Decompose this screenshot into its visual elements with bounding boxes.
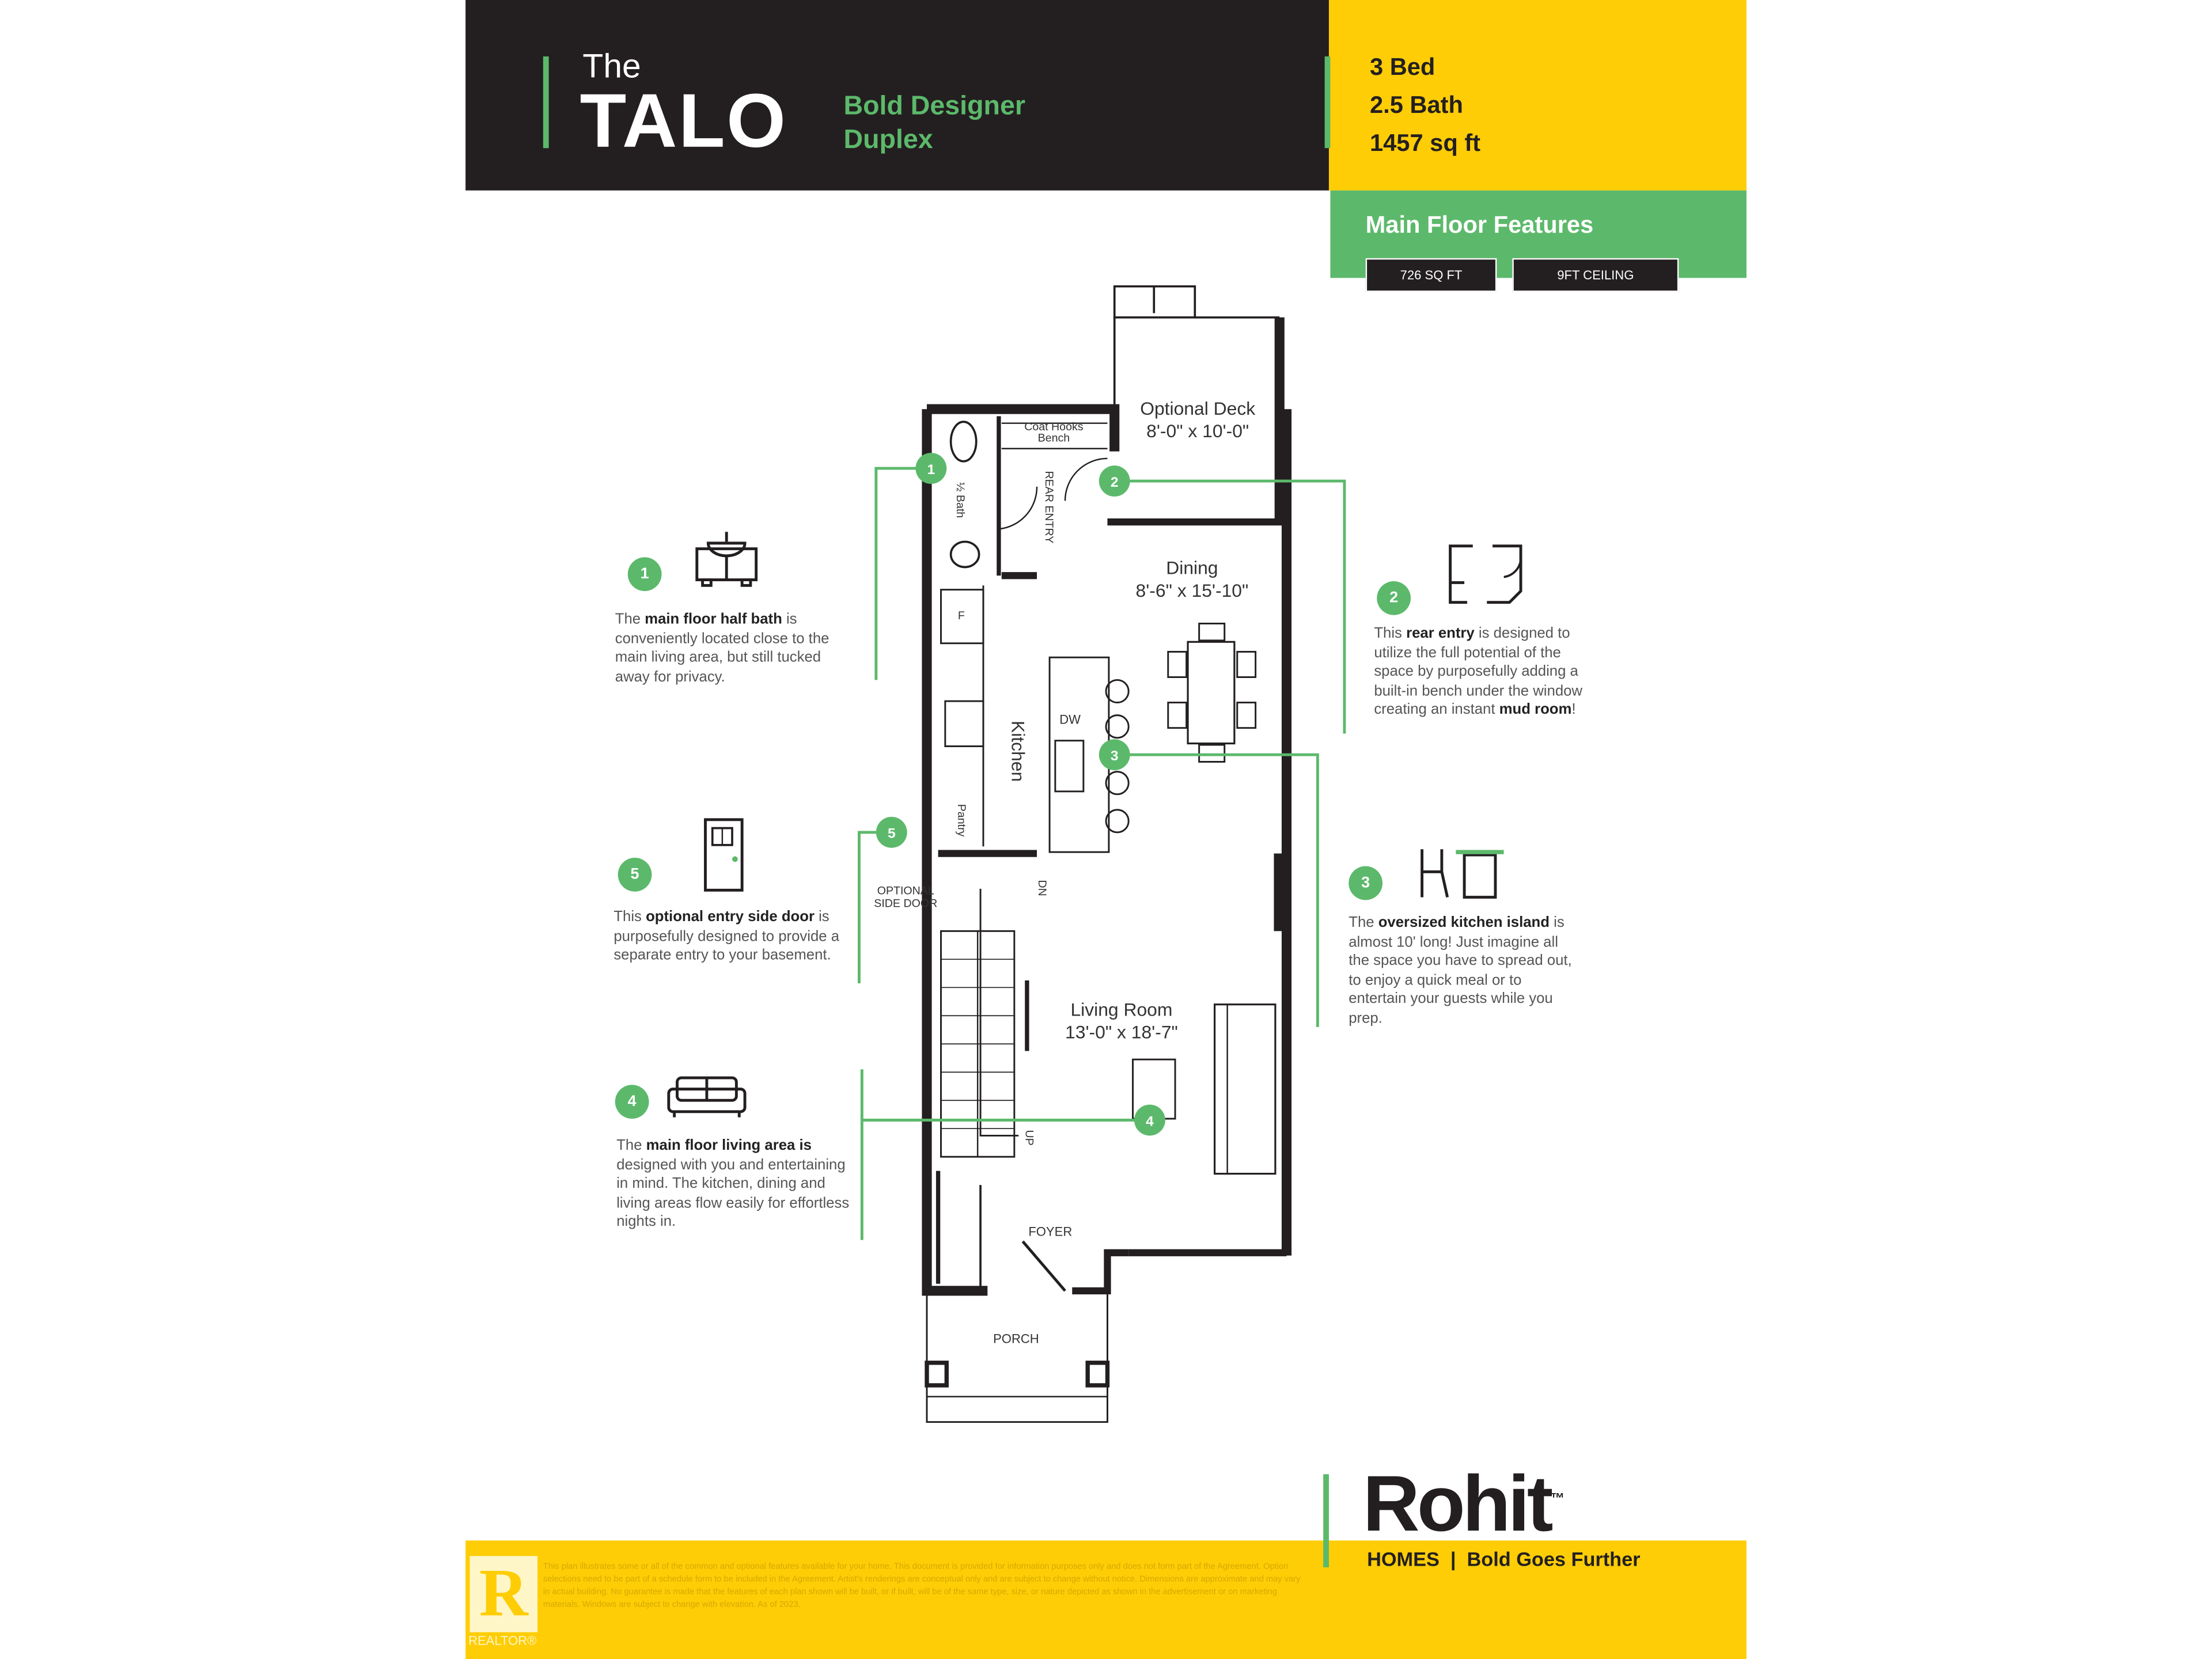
callout-badge-4: 4	[615, 1085, 649, 1119]
dining-label: Dining 8'-6" x 15'-10"	[1122, 557, 1263, 602]
rear-entry-label: REAR ENTRY	[1043, 471, 1056, 544]
svg-text:2: 2	[1111, 475, 1119, 490]
door-icon	[704, 818, 744, 892]
rohit-logo: Rohit™	[1363, 1457, 1565, 1549]
foyer-label: FOYER	[1028, 1224, 1073, 1239]
realtor-logo: R	[469, 1556, 538, 1633]
side-door-label: OPTIONAL SIDE DOOR	[863, 885, 948, 910]
accent-bar	[1324, 56, 1331, 149]
text: The	[616, 1137, 646, 1154]
accent-bar	[1323, 1474, 1329, 1567]
specs-box	[1328, 0, 1747, 191]
text: !	[1571, 701, 1576, 718]
vanity-icon	[695, 532, 758, 587]
brand-slogan: HOMES | Bold Goes Further	[1367, 1547, 1641, 1570]
callout-badge-1: 1	[627, 557, 662, 592]
room-dims: 13'-0" x 18'-7"	[1065, 1021, 1178, 1043]
footer-bar	[465, 1540, 1747, 1659]
baths: 2.5 Bath	[1369, 92, 1463, 119]
fridge-label: F	[957, 609, 965, 623]
deck-label: Optional Deck 8'-0" x 10'-0"	[1122, 398, 1274, 443]
callout-badge-3: 3	[1349, 866, 1383, 900]
svg-text:5: 5	[888, 826, 896, 842]
callout-text-1: The main floor half bath is conveniently…	[615, 611, 841, 687]
beds: 3 Bed	[1369, 54, 1435, 81]
text: The	[1349, 914, 1378, 931]
stairs-up-label: UP	[1022, 1130, 1036, 1146]
kitchen-island-icon	[1421, 849, 1504, 899]
trademark: ™	[1550, 1491, 1565, 1508]
svg-text:4: 4	[1146, 1113, 1154, 1129]
label: Bench	[1037, 431, 1070, 445]
svg-text:1: 1	[927, 462, 935, 478]
tagline-line: Duplex	[843, 125, 933, 156]
ceiling-pill: 9FT CEILING	[1512, 258, 1679, 292]
text-bold: mud room	[1499, 701, 1572, 718]
text-bold: rear entry	[1406, 624, 1475, 642]
brand-name: Rohit	[1362, 1459, 1554, 1548]
title-banner	[465, 0, 1329, 191]
callout-badge-5: 5	[618, 857, 652, 892]
rear-entry-plan-icon	[1449, 544, 1522, 604]
accent-bar	[543, 56, 549, 149]
kitchen-label: Kitchen	[1007, 720, 1029, 782]
room-name: Optional Deck	[1140, 397, 1256, 419]
tagline-line: Bold Designer	[843, 92, 1025, 122]
disclaimer: This plan illustrates some or all of the…	[543, 1563, 1301, 1610]
callout-text-2: This rear entry is designed to utilize t…	[1374, 625, 1600, 720]
features-heading: Main Floor Features	[1365, 211, 1594, 238]
text: is conveniently located close to the mai…	[615, 611, 830, 685]
text: The	[615, 611, 645, 628]
text-bold: main floor half bath	[645, 611, 782, 628]
area: 1457 sq ft	[1369, 130, 1481, 157]
brand-sub: HOMES	[1367, 1547, 1440, 1570]
coat-hooks-label: Coat Hooks Bench	[1005, 420, 1103, 445]
tagline: Bold Designer Duplex	[844, 90, 1025, 158]
specs-list: 3 Bed 2.5 Bath 1457 sq ft	[1370, 48, 1480, 162]
text: is purposefully designed to provide a se…	[613, 908, 840, 964]
svg-text:3: 3	[1111, 748, 1119, 764]
label: SIDE DOOR	[874, 897, 938, 910]
label: Coat Hooks	[1024, 420, 1084, 433]
text-bold: oversized kitchen island	[1378, 914, 1550, 931]
text-bold: main floor living area is	[646, 1137, 812, 1154]
text: This	[1374, 624, 1407, 642]
stairs-down-label: DN	[1036, 880, 1049, 896]
pantry-label: Pantry	[955, 804, 968, 837]
text: is almost 10' long! Just imagine all the…	[1349, 914, 1572, 1027]
text-bold: optional entry side door	[646, 908, 815, 926]
realtor-text: REALTOR®	[468, 1633, 537, 1648]
half-bath-label: ½ Bath	[953, 482, 967, 518]
text: is designed to utilize the full potentia…	[1374, 624, 1583, 718]
living-room-label: Living Room 13'-0" x 18'-7"	[1051, 999, 1192, 1044]
slogan: Bold Goes Further	[1467, 1547, 1641, 1570]
room-dims: 8'-6" x 15'-10"	[1135, 579, 1249, 601]
label: OPTIONAL	[877, 884, 934, 897]
room-name: Dining	[1166, 557, 1218, 579]
area-pill: 726 SQ FT	[1365, 258, 1497, 292]
model-title: TALO	[579, 79, 787, 164]
text: designed with you and entertaining in mi…	[616, 1156, 850, 1230]
pre-title: The	[582, 48, 641, 86]
dishwasher-label: DW	[1059, 712, 1081, 727]
callout-badge-2: 2	[1377, 581, 1411, 615]
porch-label: PORCH	[993, 1331, 1039, 1346]
callout-text-3: The oversized kitchen island is almost 1…	[1349, 914, 1581, 1028]
sofa-icon	[667, 1076, 747, 1118]
text: This	[613, 908, 646, 926]
callout-text-4: The main floor living area is designed w…	[616, 1137, 849, 1232]
room-dims: 8'-0" x 10'-0"	[1146, 420, 1249, 442]
room-name: Living Room	[1070, 998, 1173, 1020]
callout-text-5: This optional entry side door is purpose…	[613, 908, 839, 965]
